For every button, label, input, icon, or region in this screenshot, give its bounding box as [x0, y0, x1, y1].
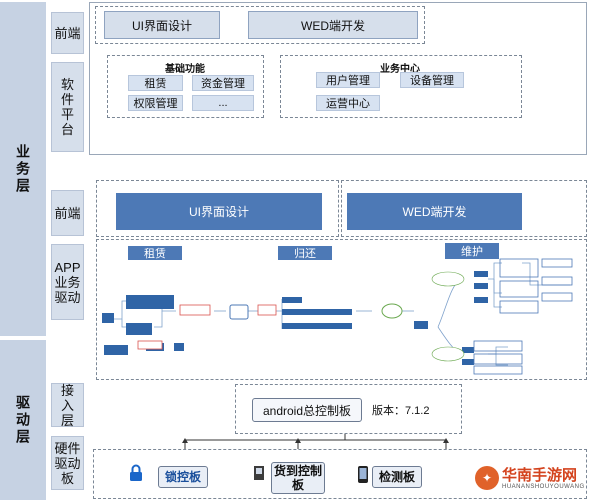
app-wed-text: WED端开发 — [402, 205, 467, 219]
flow-box-maint-3 — [541, 292, 573, 302]
flow-node-open — [257, 304, 277, 316]
basic-functions-title: 基础功能 — [165, 64, 205, 75]
hw-driver-label: 硬件驱动板 — [51, 436, 84, 490]
goods-board-icon — [250, 463, 268, 483]
lock-icon — [127, 463, 145, 483]
detect-board-text: 检测板 — [378, 470, 415, 484]
flow-node-return-a — [282, 297, 302, 303]
biz-item-ops: 运营中心 — [316, 95, 380, 111]
flow-maintain-chip: 维护 — [445, 243, 499, 259]
flow-node-b — [126, 323, 152, 335]
watermark-logo: ✦ 华南手游网 HUANANSHOUYOUWANG — [475, 462, 587, 498]
flow-box-return-1 — [499, 258, 539, 278]
top-wed-text: WED端开发 — [301, 18, 365, 33]
business-layer-label: 业务层 — [0, 2, 46, 336]
basic-item-funds: 资金管理 — [192, 75, 254, 91]
lock-board-text: 锁控板 — [164, 470, 201, 484]
basic-item-lease: 租赁 — [128, 75, 183, 91]
frontend-2-label: 前端 — [51, 190, 84, 236]
flow-node-return-c — [282, 323, 352, 329]
top-ui-chip: UI界面设计 — [104, 11, 220, 39]
app-driver-text: APP业务驱动 — [54, 259, 81, 305]
android-version: 版本：7.1.2 — [372, 405, 430, 417]
flow-node-red-2 — [137, 340, 163, 350]
interface-layer-label: 接入层 — [51, 382, 84, 428]
flow-node-h — [474, 297, 488, 303]
app-wed-chip: WED端开发 — [347, 193, 522, 230]
phone-icon — [356, 465, 370, 485]
flow-node-i — [462, 347, 474, 353]
app-flow-diagram — [102, 258, 573, 375]
software-platform-text: 软件平台 — [60, 77, 74, 137]
biz-item-user: 用户管理 — [316, 72, 380, 88]
flow-node-g — [474, 283, 488, 289]
goods-board-text: 货到控制板 — [273, 464, 322, 492]
watermark-badge-icon: ✦ — [481, 471, 493, 485]
flow-node-buy — [104, 345, 128, 355]
hw-driver-text: 硬件驱动板 — [54, 440, 81, 486]
basic-item-more: ... — [192, 95, 254, 111]
flow-node-maint-top — [431, 271, 465, 287]
flow-node-f — [474, 271, 488, 277]
software-platform-label: 软件平台 — [51, 62, 84, 152]
business-center-title: 业务中心 — [380, 64, 420, 75]
flow-box-maint-2 — [541, 276, 573, 286]
flow-node-red-1 — [179, 304, 211, 316]
flow-node-e — [414, 321, 428, 329]
flow-return-chip: 归还 — [278, 246, 332, 260]
flow-maintain-text: 维护 — [461, 246, 483, 258]
detect-board: 检测板 — [372, 466, 422, 488]
goods-board: 货到控制板 — [271, 462, 325, 494]
flow-node-return-b — [282, 309, 352, 315]
flow-node-start — [102, 313, 114, 323]
flow-node-maint-bottom — [431, 346, 465, 362]
basic-item-permission: 权限管理 — [128, 95, 183, 111]
flow-node-check — [229, 304, 249, 320]
flow-node-a — [126, 295, 174, 309]
flow-box-maint-6 — [473, 365, 523, 375]
flow-box-return-3 — [499, 300, 539, 314]
interface-layer-text: 接入层 — [60, 382, 74, 428]
android-board: android总控制板 — [252, 398, 362, 422]
flow-box-maint-5 — [473, 353, 523, 365]
driver-layer-label: 驱动层 — [0, 340, 46, 500]
flow-lease-text: 租赁 — [144, 248, 166, 260]
flow-lease-chip: 租赁 — [128, 246, 182, 260]
app-driver-label: APP业务驱动 — [51, 244, 84, 320]
flow-box-maint-1 — [541, 258, 573, 268]
android-board-text: android总控制板 — [262, 403, 352, 418]
frontend-1-label: 前端 — [51, 12, 84, 54]
biz-item-device: 设备管理 — [400, 72, 464, 88]
flow-box-maint-4 — [473, 340, 523, 352]
top-ui-text: UI界面设计 — [131, 18, 192, 33]
app-ui-chip: UI界面设计 — [116, 193, 322, 230]
flow-node-d — [174, 343, 184, 351]
top-wed-chip: WED端开发 — [248, 11, 418, 39]
watermark-sub: HUANANSHOUYOUWANG — [502, 484, 585, 490]
flow-return-text: 归还 — [294, 248, 316, 260]
watermark-name: 华南手游网 — [502, 467, 578, 484]
flow-box-return-2 — [499, 280, 539, 298]
flow-node-j — [462, 359, 474, 365]
lock-board: 锁控板 — [158, 466, 208, 488]
flow-node-end-return — [381, 303, 403, 319]
app-ui-text: UI界面设计 — [188, 205, 249, 219]
